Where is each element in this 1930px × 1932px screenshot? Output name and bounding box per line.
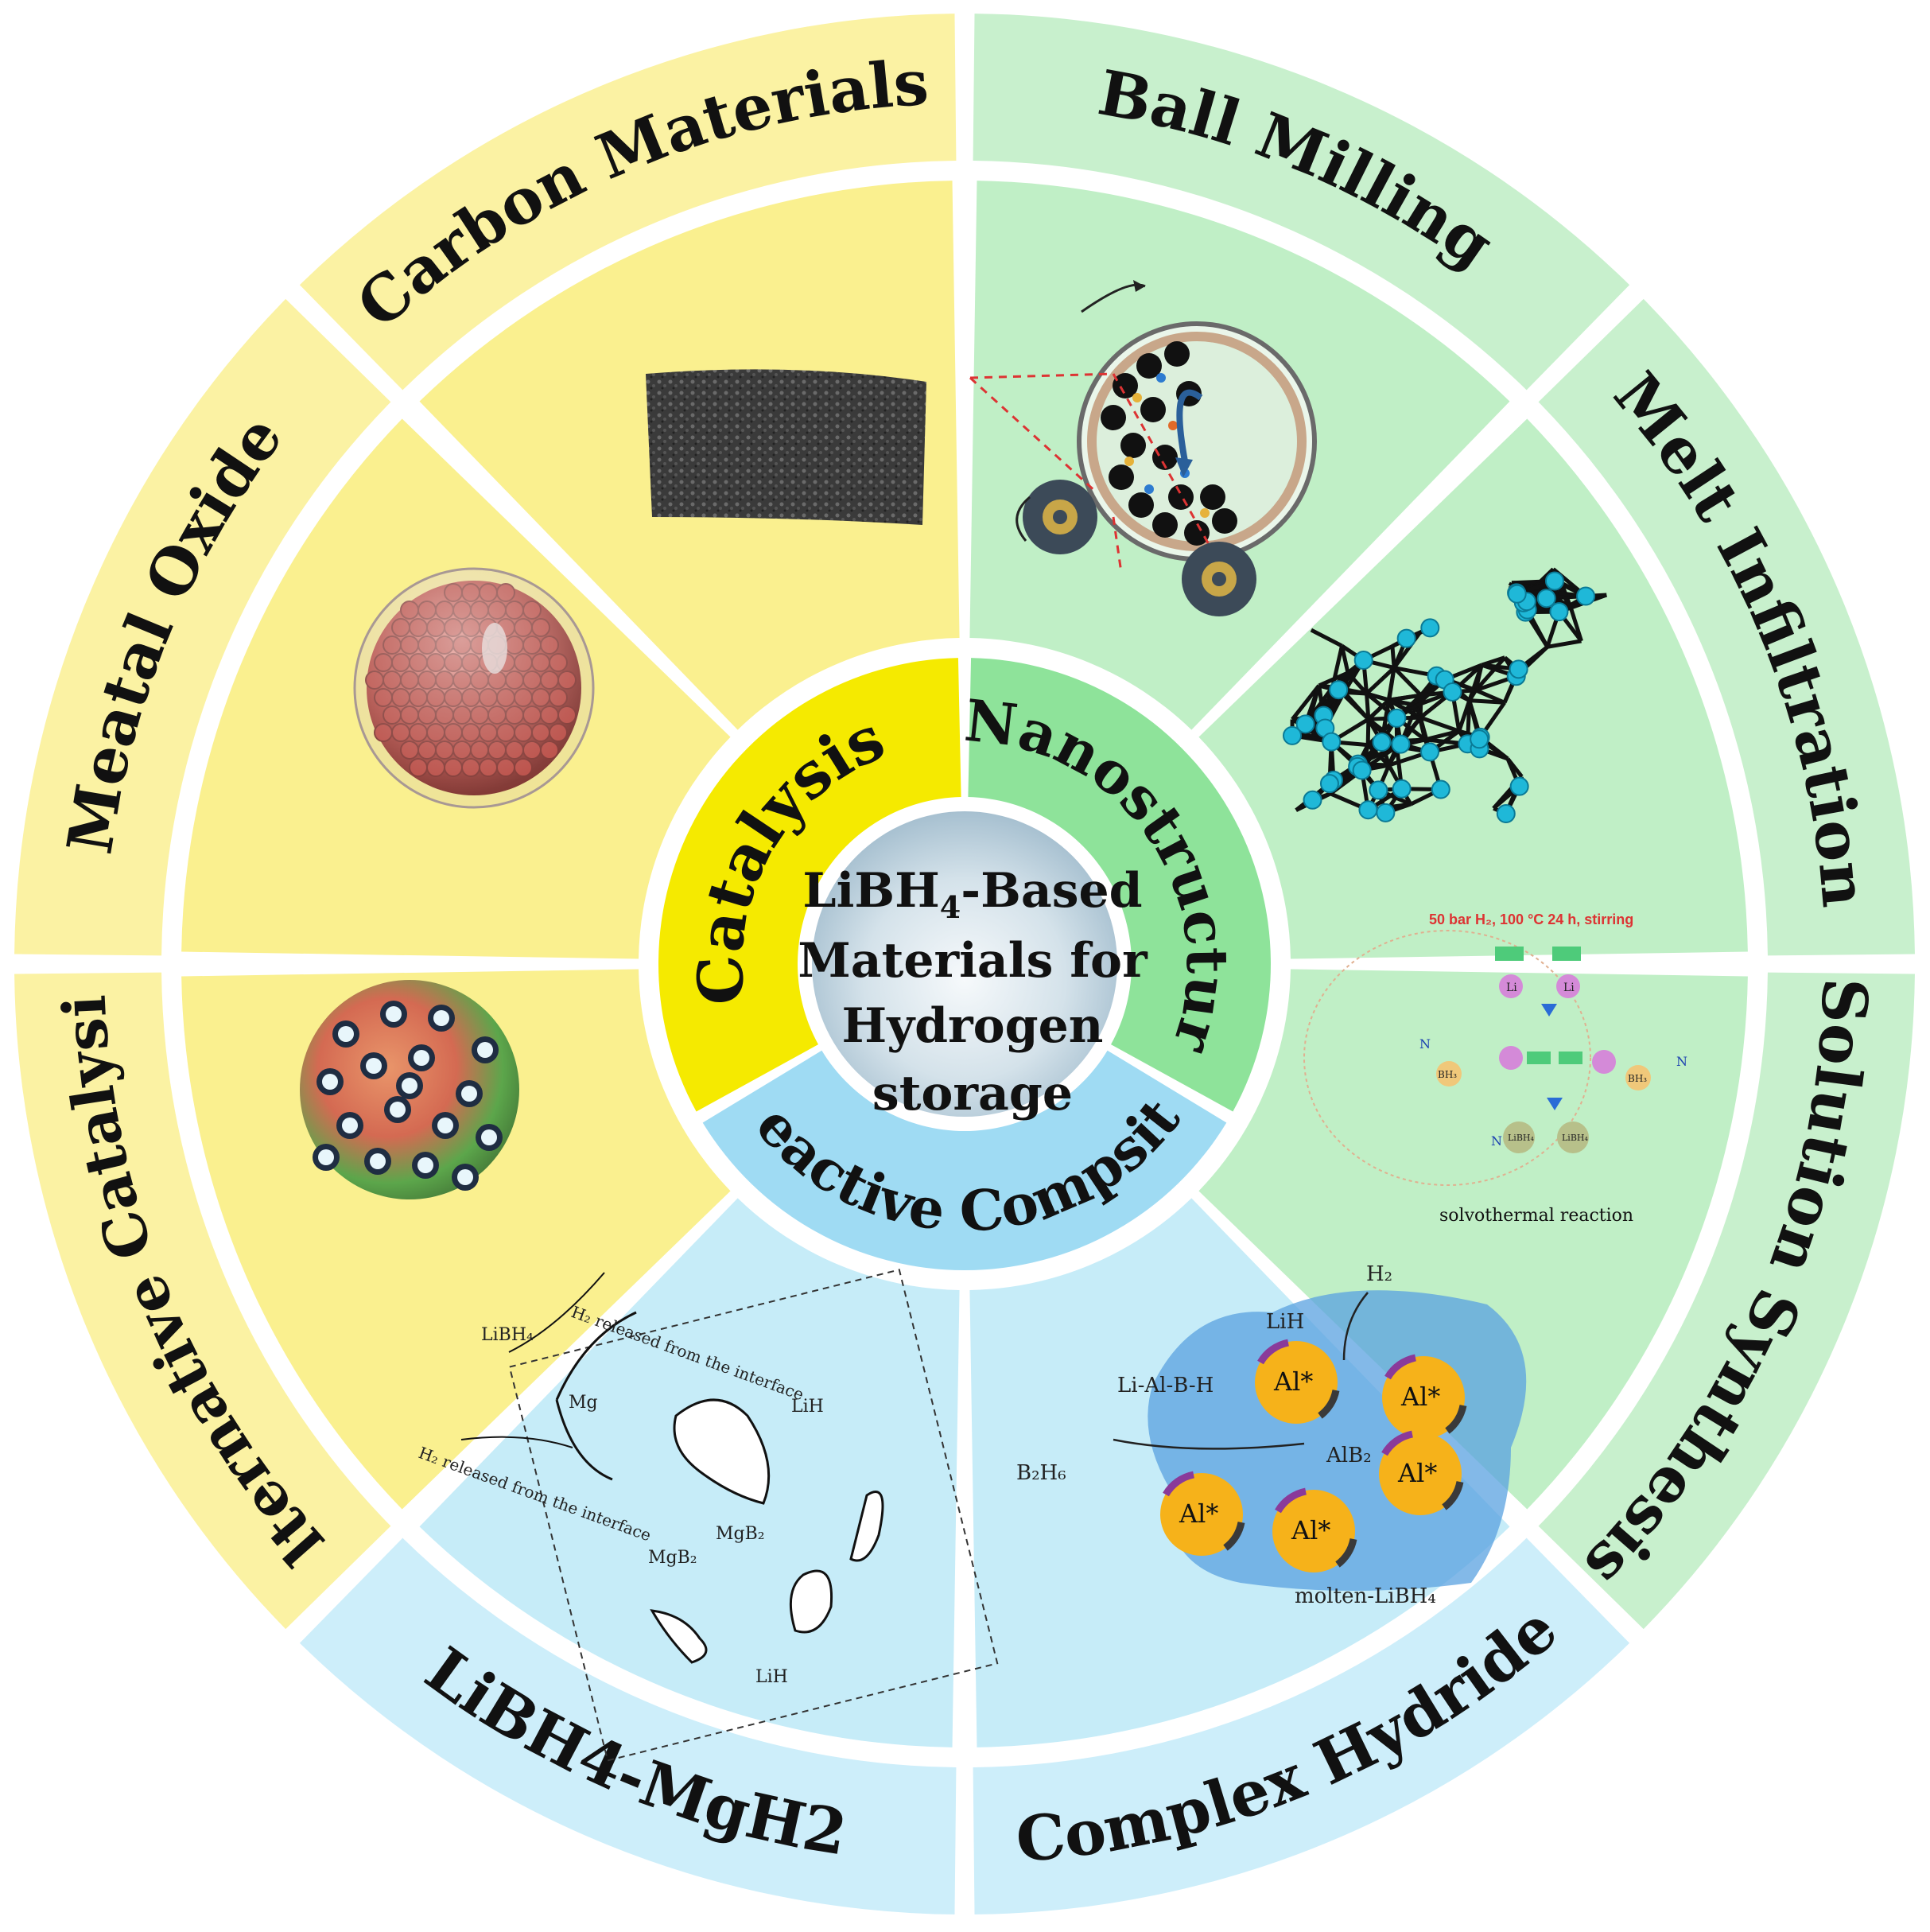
solution-conditions: 50 bar H₂, 100 °C 24 h, stirring [1429,912,1633,927]
complex-al-particle-label: Al* [1273,1366,1313,1397]
center-title-line2: Materials for [798,933,1148,989]
solution-n-3: N [1491,1133,1502,1149]
complex-al-particle-label: Al* [1400,1382,1440,1412]
complex-al-particle-label: Al* [1397,1458,1437,1488]
complex-al-particle-label: Al* [1291,1515,1330,1545]
mgh2-mgb2-2: MgB₂ [716,1524,765,1544]
mgh2-mgb2-1: MgB₂ [648,1548,697,1568]
center-title-line3: Hydrogen [842,998,1104,1054]
complex-al-particle-label: Al* [1179,1499,1218,1529]
solution-n-2: N [1676,1054,1687,1069]
mgh2-lih-2: LiH [755,1667,788,1687]
alternative-catalysis-sphere-image [300,980,519,1199]
solution-li-1: Li [1506,982,1517,994]
carbon-material-image [646,369,926,525]
solution-libh4-2: LiBH₄ [1562,1133,1588,1143]
complex-li-al-b-h: Li-Al-B-H [1117,1374,1214,1397]
center-title-line1: LiBH4-Based [802,863,1142,925]
solution-libh4-1: LiBH₄ [1508,1133,1534,1143]
complex-molten-libh4: molten-LiBH₄ [1295,1584,1436,1608]
solution-bh3-1: BH₃ [1438,1069,1457,1080]
metal-oxide-sphere-image [355,569,593,807]
complex-alb2: AlB₂ [1326,1444,1372,1467]
mgh2-mg: Mg [569,1393,598,1413]
solution-li-2: Li [1563,982,1575,994]
center-title-line4: storage [872,1066,1073,1121]
complex-b2h6: B₂H₆ [1016,1461,1066,1485]
complex-h2: H₂ [1366,1262,1392,1286]
complex-lih: LiH [1266,1310,1304,1334]
mgh2-libh4: LiBH₄ [481,1325,534,1345]
mgh2-lih-1: LiH [791,1397,824,1417]
solution-caption: solvothermal reaction [1439,1206,1633,1226]
solution-bh3-2: BH₃ [1628,1073,1647,1084]
solution-n-1: N [1419,1036,1431,1052]
